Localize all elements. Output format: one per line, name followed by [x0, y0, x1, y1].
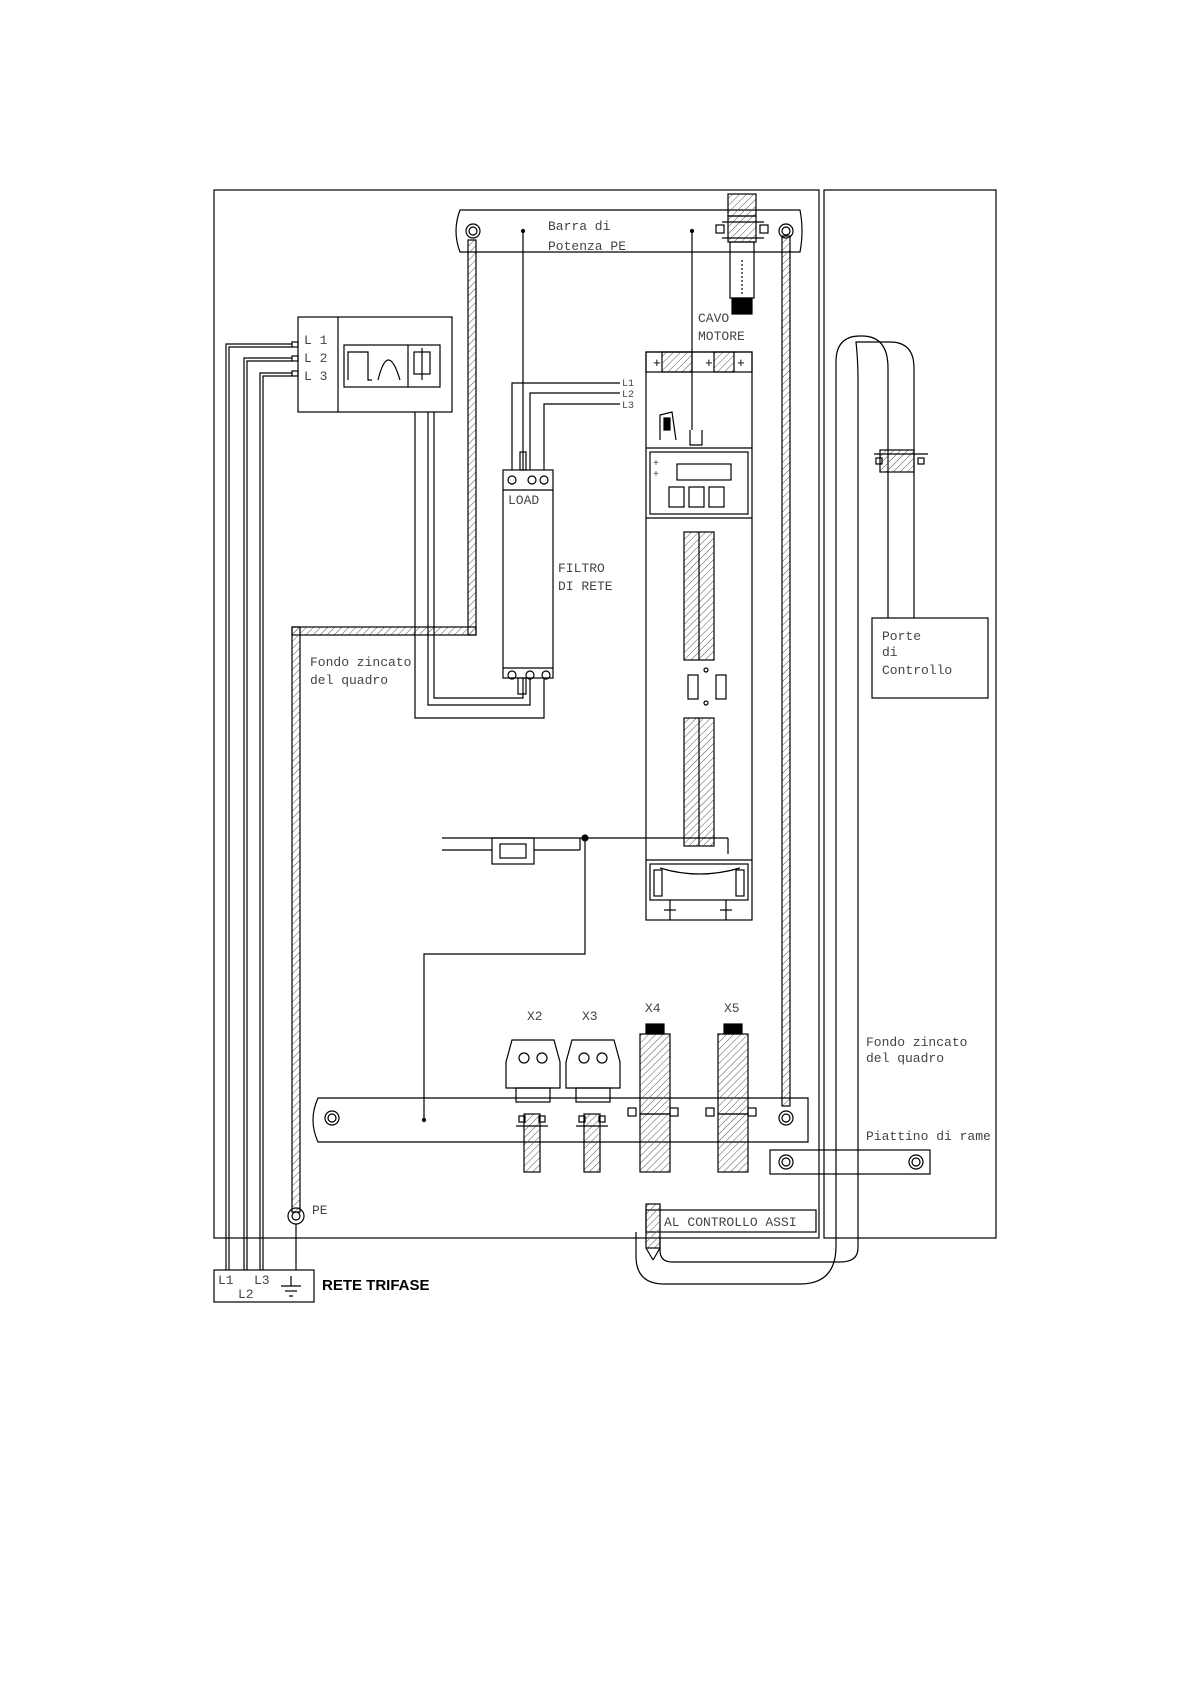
control-fuse-line: [423, 835, 729, 1122]
x5-label: X5: [724, 1001, 740, 1016]
three-phase-label: RETE TRIFASE: [322, 1277, 430, 1294]
line-filter-label-1: FILTRO: [558, 561, 605, 576]
servo-drive: + + + + +: [646, 352, 752, 920]
copper-strip: [770, 1150, 930, 1174]
breaker-to-filter-wires: [415, 412, 544, 718]
motor-cable-label-2: MOTORE: [698, 329, 745, 344]
switch-l2-label: L 2: [304, 351, 327, 366]
svg-text:+: +: [705, 356, 713, 371]
motor-cable-gland: [716, 194, 768, 314]
x4-label: X4: [645, 1001, 661, 1016]
x3-connector: [566, 1040, 620, 1172]
svg-text:+: +: [653, 470, 659, 481]
control-port-label-3: Controllo: [882, 663, 952, 678]
switch-l3-label: L 3: [304, 369, 327, 384]
filter-out-l3-label: L3: [622, 401, 634, 412]
terminal-l1-label: L1: [218, 1273, 234, 1288]
copper-strip-label: Piattino di rame: [866, 1129, 991, 1144]
x2-connector: [506, 1040, 560, 1172]
load-label: LOAD: [508, 493, 539, 508]
filter-out-l2-label: L2: [622, 390, 634, 401]
line-filter-label-2: DI RETE: [558, 579, 613, 594]
pe-bus-bar: [456, 210, 802, 470]
side-panel-outline: [824, 190, 996, 1238]
pe-bar-label-2: Potenza PE: [548, 239, 626, 254]
svg-text:+: +: [653, 356, 661, 371]
right-vertical-pe-bar: [782, 236, 790, 1106]
panel-base-label-2: del quadro: [310, 673, 388, 688]
side-base-label-2: del quadro: [866, 1051, 944, 1066]
line-filter: [503, 452, 553, 694]
side-base-label-1: Fondo zincato: [866, 1035, 967, 1050]
svg-text:+: +: [737, 356, 745, 371]
x3-label: X3: [582, 1009, 598, 1024]
motor-cable-label-1: CAVO: [698, 311, 729, 326]
three-phase-input-wires: [226, 344, 292, 1270]
filter-out-l1-label: L1: [622, 379, 634, 390]
x2-label: X2: [527, 1009, 543, 1024]
axis-control-box: [646, 1204, 816, 1260]
control-port-label-2: di: [882, 645, 898, 660]
pe-label: PE: [312, 1203, 328, 1218]
svg-text:+: +: [653, 459, 659, 470]
filter-output-wires: [512, 383, 620, 470]
terminal-l3-label: L3: [254, 1273, 270, 1288]
terminal-l2-label: L2: [238, 1287, 254, 1302]
pe-bar-label-1: Barra di: [548, 219, 611, 234]
control-port-label-1: Porte: [882, 629, 921, 644]
pe-conductor: [288, 240, 476, 1270]
switch-l1-label: L 1: [304, 333, 328, 348]
panel-base-label-1: Fondo zincato: [310, 655, 411, 670]
axis-control-label: AL CONTROLLO ASSI: [664, 1215, 797, 1230]
